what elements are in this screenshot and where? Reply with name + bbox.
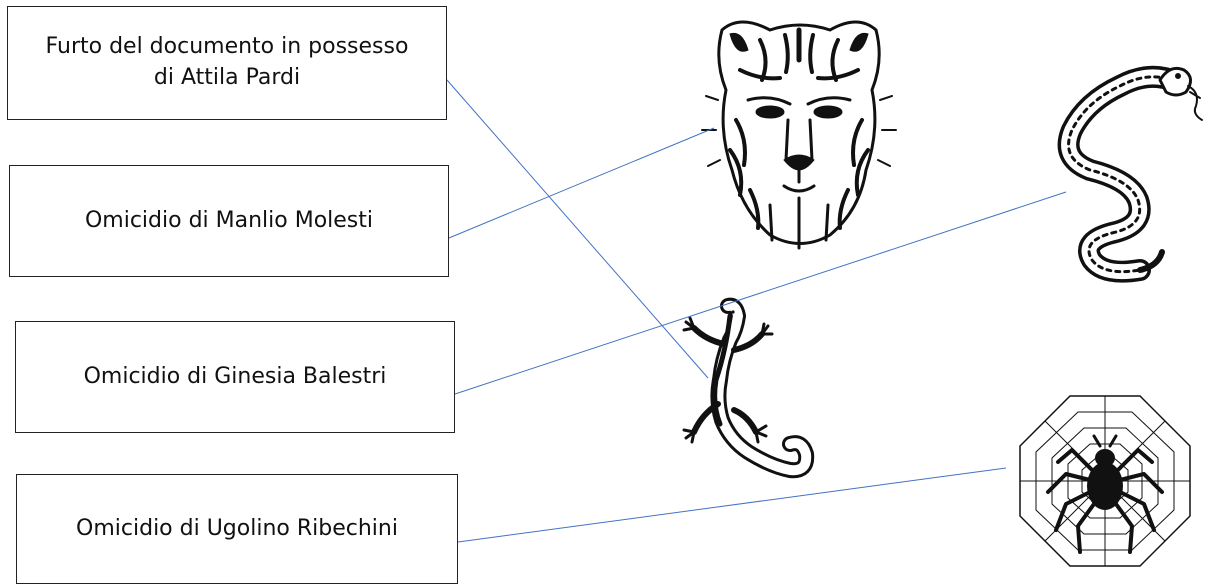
connection-lines xyxy=(446,79,1067,543)
box-label-line2: di Attila Pardi xyxy=(153,65,301,90)
box-label: Omicidio di Ginesia Balestri xyxy=(83,363,387,389)
connection-balestri-snake xyxy=(454,191,1067,395)
connection-molesti-tiger xyxy=(448,127,715,239)
text-box-omicidio-balestri: Omicidio di Ginesia Balestri xyxy=(15,321,455,433)
box-label: Omicidio di Manlio Molesti xyxy=(84,207,374,233)
box-label: Omicidio di Ugolino Ribechini xyxy=(76,515,398,541)
box-label-line1: Furto del documento in possesso xyxy=(45,34,409,60)
connection-furto-gecko xyxy=(446,79,709,379)
text-box-omicidio-molesti: Omicidio di Manlio Molesti xyxy=(9,165,449,277)
connection-ribechini-spider xyxy=(457,467,1007,543)
text-box-furto-documento: Furto del documento in possesso di Attil… xyxy=(7,6,447,120)
tiger-icon xyxy=(701,20,897,250)
spider-icon xyxy=(1019,395,1191,567)
gecko-icon xyxy=(682,297,815,479)
snake-icon xyxy=(1057,65,1203,283)
